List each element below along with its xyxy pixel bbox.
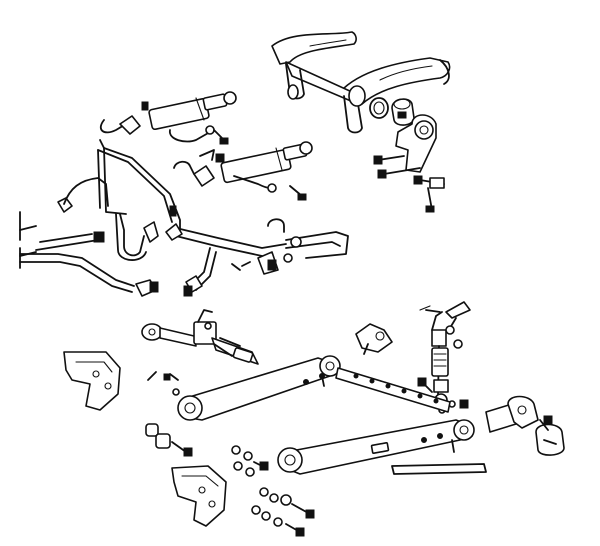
mounting-bracket-left — [64, 352, 120, 410]
hydraulic-tube-assembly — [20, 140, 348, 296]
lift-cylinder-upper — [101, 92, 236, 162]
top-link — [142, 310, 258, 364]
lower-link-left — [148, 356, 340, 420]
stabilizer-bar — [336, 368, 450, 412]
hardware-fasteners — [146, 424, 314, 536]
lift-arm-crossshaft — [272, 32, 450, 133]
lift-cylinder-lower — [174, 142, 312, 200]
lower-link-right — [278, 420, 486, 474]
hitch-hook-right — [486, 397, 564, 456]
lift-link-bracket — [374, 115, 444, 212]
mounting-bracket-lower — [172, 466, 226, 526]
bushing-ring — [370, 98, 388, 118]
bushing-sleeve — [392, 99, 414, 125]
